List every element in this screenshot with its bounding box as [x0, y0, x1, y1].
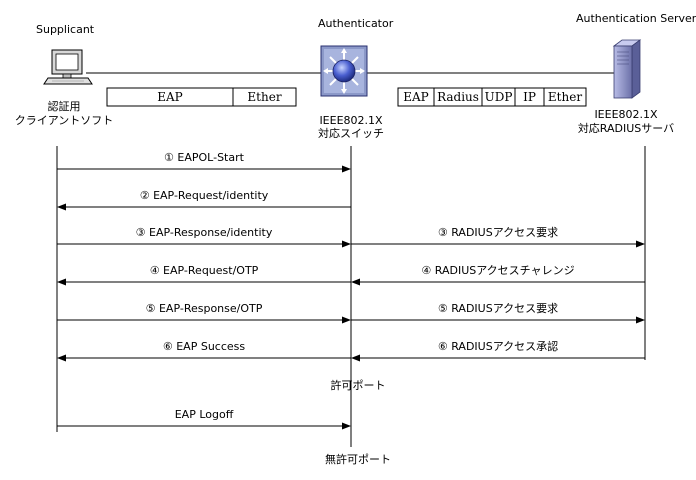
stack-server-label: EAP: [403, 90, 429, 104]
supplicant-label-line1: 認証用: [48, 99, 81, 113]
stack-supplicant-label: Ether: [247, 90, 281, 104]
message-label: ④ EAP-Request/OTP: [150, 264, 259, 277]
stack-supplicant-label: EAP: [157, 90, 183, 104]
stack-server-label: Radius: [437, 90, 479, 104]
authenticator-title: Authenticator: [318, 17, 394, 30]
authenticator-label-line1: IEEE802.1X: [319, 114, 383, 127]
message-arrowhead: [342, 240, 351, 248]
message-label: ③ RADIUSアクセス要求: [438, 226, 558, 239]
authenticator-label-line2: 対応スイッチ: [318, 126, 384, 140]
computer-icon: [43, 49, 93, 85]
message-label: ① EAPOL-Start: [164, 151, 245, 164]
supplicant-label-line2: クライアントソフト: [15, 114, 114, 127]
message-arrowhead: [57, 278, 66, 286]
stack-server-label: IP: [523, 90, 536, 104]
switch-icon: [320, 45, 368, 97]
supplicant-title: Supplicant: [36, 23, 95, 36]
server-title: Authentication Server: [576, 12, 696, 25]
stack-server-cell: [543, 87, 587, 107]
message-list: ① EAPOL-Start ② EAP-Request/identity ③ EAP…: [57, 151, 645, 430]
server-icon: [612, 39, 642, 99]
message-arrowhead: [636, 316, 645, 324]
protocol-stack-supplicant: EAP Ether: [106, 87, 297, 107]
server-label-line1: IEEE802.1X: [594, 108, 658, 121]
message-arrowhead: [342, 422, 351, 430]
protocol-stack-server: EAP Radius UDP IP Ether: [397, 87, 587, 107]
message-arrowhead: [342, 316, 351, 324]
message-arrowhead: [57, 354, 66, 362]
message-arrowhead: [351, 278, 360, 286]
permitted-port-label: 許可ポート: [331, 379, 386, 392]
message-label: ② EAP-Request/identity: [140, 189, 269, 202]
server-label-line2: 対応RADIUSサーバ: [578, 121, 674, 135]
stack-server-label: Ether: [548, 90, 582, 104]
message-label: ⑥ EAP Success: [163, 340, 246, 353]
message-arrowhead: [342, 165, 351, 173]
message-label: ⑤ RADIUSアクセス要求: [438, 302, 558, 315]
stack-server-label: UDP: [485, 90, 513, 104]
message-label: ③ EAP-Response/identity: [136, 226, 273, 239]
message-arrowhead: [351, 354, 360, 362]
message-label: ⑥ RADIUSアクセス承認: [438, 339, 558, 353]
message-arrowhead: [636, 240, 645, 248]
message-label: ⑤ EAP-Response/OTP: [146, 302, 263, 315]
stack-supplicant-cell: [232, 87, 297, 107]
message-arrowhead: [57, 203, 66, 211]
denied-port-label: 無許可ポート: [325, 452, 391, 466]
message-label: ④ RADIUSアクセスチャレンジ: [421, 264, 574, 277]
message-label: EAP Logoff: [175, 408, 234, 421]
